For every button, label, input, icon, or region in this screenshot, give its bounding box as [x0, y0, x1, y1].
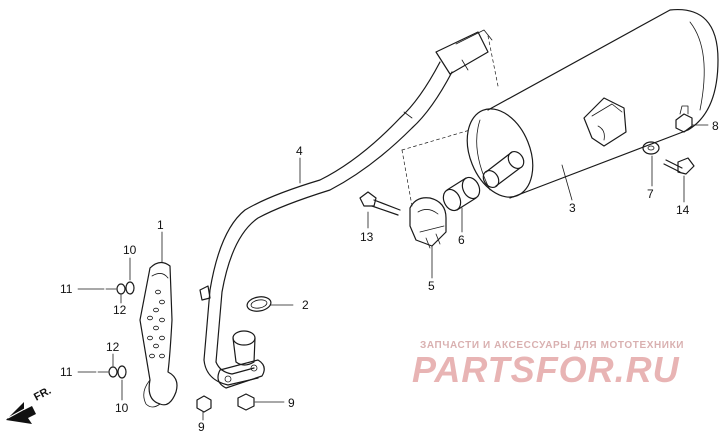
- pipe-flange: [217, 330, 265, 389]
- callout-9-right: 9: [288, 396, 295, 410]
- shield-hardware-upper: [105, 281, 135, 295]
- callout-6: 6: [458, 233, 465, 247]
- callout-3: 3: [569, 201, 576, 215]
- bolt-13: [359, 191, 401, 216]
- callout-numbers: 1 2 3 4 5 6 7 8 9 9 10 10 11 11 12 12 13…: [60, 119, 719, 434]
- front-direction-arrow-icon: [6, 402, 36, 424]
- shield-hardware-lower: [97, 365, 127, 379]
- callout-8: 8: [712, 119, 719, 133]
- callout-5: 5: [428, 279, 435, 293]
- callout-13: 13: [360, 230, 374, 244]
- muffler: [466, 9, 719, 199]
- callout-4: 4: [296, 144, 303, 158]
- bolt-8: [675, 105, 693, 133]
- muffler-gasket: [442, 176, 481, 212]
- gasket-ring: [246, 296, 272, 312]
- callout-14: 14: [676, 203, 690, 217]
- callout-11-lower: 11: [60, 365, 73, 379]
- nut-9-right: [237, 393, 255, 411]
- washer: [642, 141, 660, 155]
- callout-9-left: 9: [198, 420, 205, 434]
- bolt-14: [663, 157, 695, 175]
- nut-9-left: [196, 395, 212, 413]
- heat-shield: [139, 261, 178, 408]
- watermark-logo: PARTSFOR.RU: [412, 349, 680, 390]
- exhaust-pipe: [199, 29, 493, 386]
- callout-12-upper: 12: [113, 303, 127, 317]
- pipe-clamp: [409, 197, 447, 249]
- callout-10-lower: 10: [115, 401, 129, 415]
- leader-lines: [77, 124, 709, 421]
- callout-7: 7: [647, 187, 654, 201]
- watermark-caption: ЗАПЧАСТИ И АКСЕССУАРЫ ДЛЯ МОТОТЕХНИКИ: [420, 340, 685, 351]
- callout-11-upper: 11: [60, 282, 73, 296]
- callout-1: 1: [157, 218, 164, 232]
- callout-12-lower: 12: [106, 340, 120, 354]
- callout-2: 2: [302, 298, 309, 312]
- callout-10-upper: 10: [123, 243, 137, 257]
